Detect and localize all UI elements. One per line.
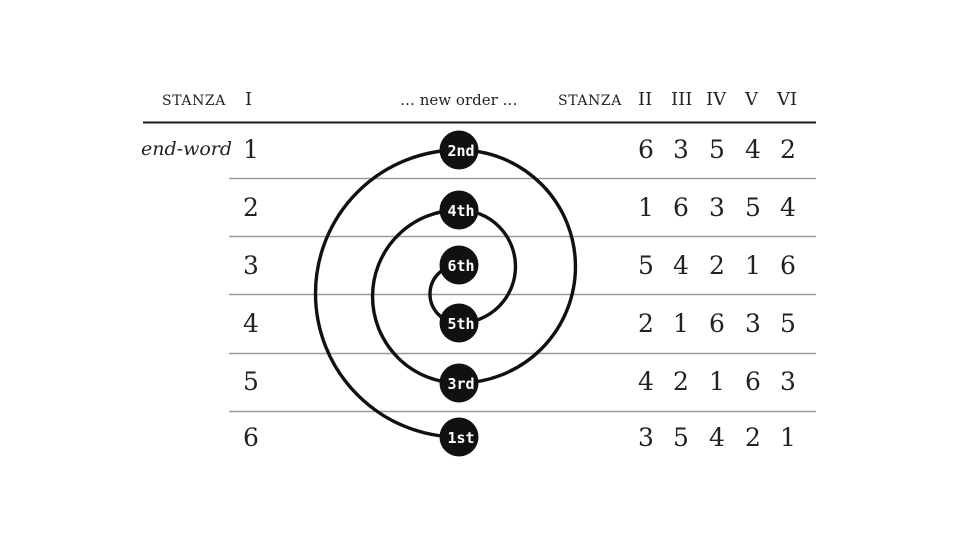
order-badge-2nd: 2nd [439,130,479,170]
permutation-cell: 6 [638,135,654,164]
permutation-cell: 2 [780,135,796,164]
permutation-cell: 2 [638,309,654,338]
end-word-number-5: 5 [243,367,259,396]
end-word-number-2: 2 [243,193,259,222]
spiral-arc-2nd-to-3rd [457,148,578,385]
order-label-5th: 5th [447,315,474,333]
stanza-header-left: STANZA [162,93,226,109]
permutation-cell: 3 [780,367,796,396]
permutation-cell: 6 [673,193,689,222]
order-label-6th: 6th [447,257,474,275]
end-word-label: end-word [141,138,233,160]
order-badge-1st: 1st [439,417,479,457]
permutation-cell: 2 [709,251,725,280]
order-badge-5th: 5th [439,303,479,343]
permutation-cell: 1 [709,367,725,396]
permutation-cell: 2 [745,423,761,452]
stanza-numeral-ii: II [638,89,653,110]
stanza-one-numeral: I [245,89,253,110]
permutation-cell: 4 [673,251,689,280]
permutation-cell: 5 [709,135,725,164]
stanza-header-right: STANZA [558,93,622,109]
spiral-arc-3rd-to-4th [370,208,461,385]
stanza-numeral-iv: IV [706,89,727,110]
permutation-cell: 3 [709,193,725,222]
spiral-arc-1st-to-2nd [313,148,461,439]
permutation-cell: 5 [673,423,689,452]
permutation-cell: 1 [673,309,689,338]
spiral-arc-4th-to-5th [457,208,518,325]
order-label-1st: 1st [447,429,474,447]
end-word-number-6: 6 [243,423,259,452]
permutation-cell: 3 [638,423,654,452]
permutation-cell: 4 [709,423,725,452]
stanza-numeral-vi: VI [777,89,798,110]
order-badge-4th: 4th [439,190,479,230]
stanza-numeral-iii: III [671,89,693,110]
permutation-cell: 2 [673,367,689,396]
end-word-number-1: 1 [243,135,259,164]
permutation-cell: 6 [709,309,725,338]
end-word-number-4: 4 [243,309,259,338]
end-word-number-3: 3 [243,251,259,280]
order-badge-3rd: 3rd [439,363,479,403]
permutation-cell: 6 [780,251,796,280]
order-label-4th: 4th [447,202,474,220]
permutation-cell: 1 [638,193,654,222]
stanza-numeral-v: V [745,89,758,110]
permutation-cell: 1 [745,251,761,280]
permutation-cell: 3 [745,309,761,338]
order-label-2nd: 2nd [447,142,474,160]
permutation-cell: 6 [745,367,761,396]
permutation-cell: 4 [780,193,796,222]
permutation-cell: 5 [638,251,654,280]
permutation-cell: 3 [673,135,689,164]
permutation-cell: 4 [638,367,654,396]
permutation-cell: 5 [780,309,796,338]
new-order-caption: … new order … [400,91,518,109]
permutation-cell: 4 [745,135,761,164]
permutation-cell: 5 [745,193,761,222]
order-label-3rd: 3rd [447,375,474,393]
order-badge-6th: 6th [439,245,479,285]
permutation-cell: 1 [780,423,796,452]
